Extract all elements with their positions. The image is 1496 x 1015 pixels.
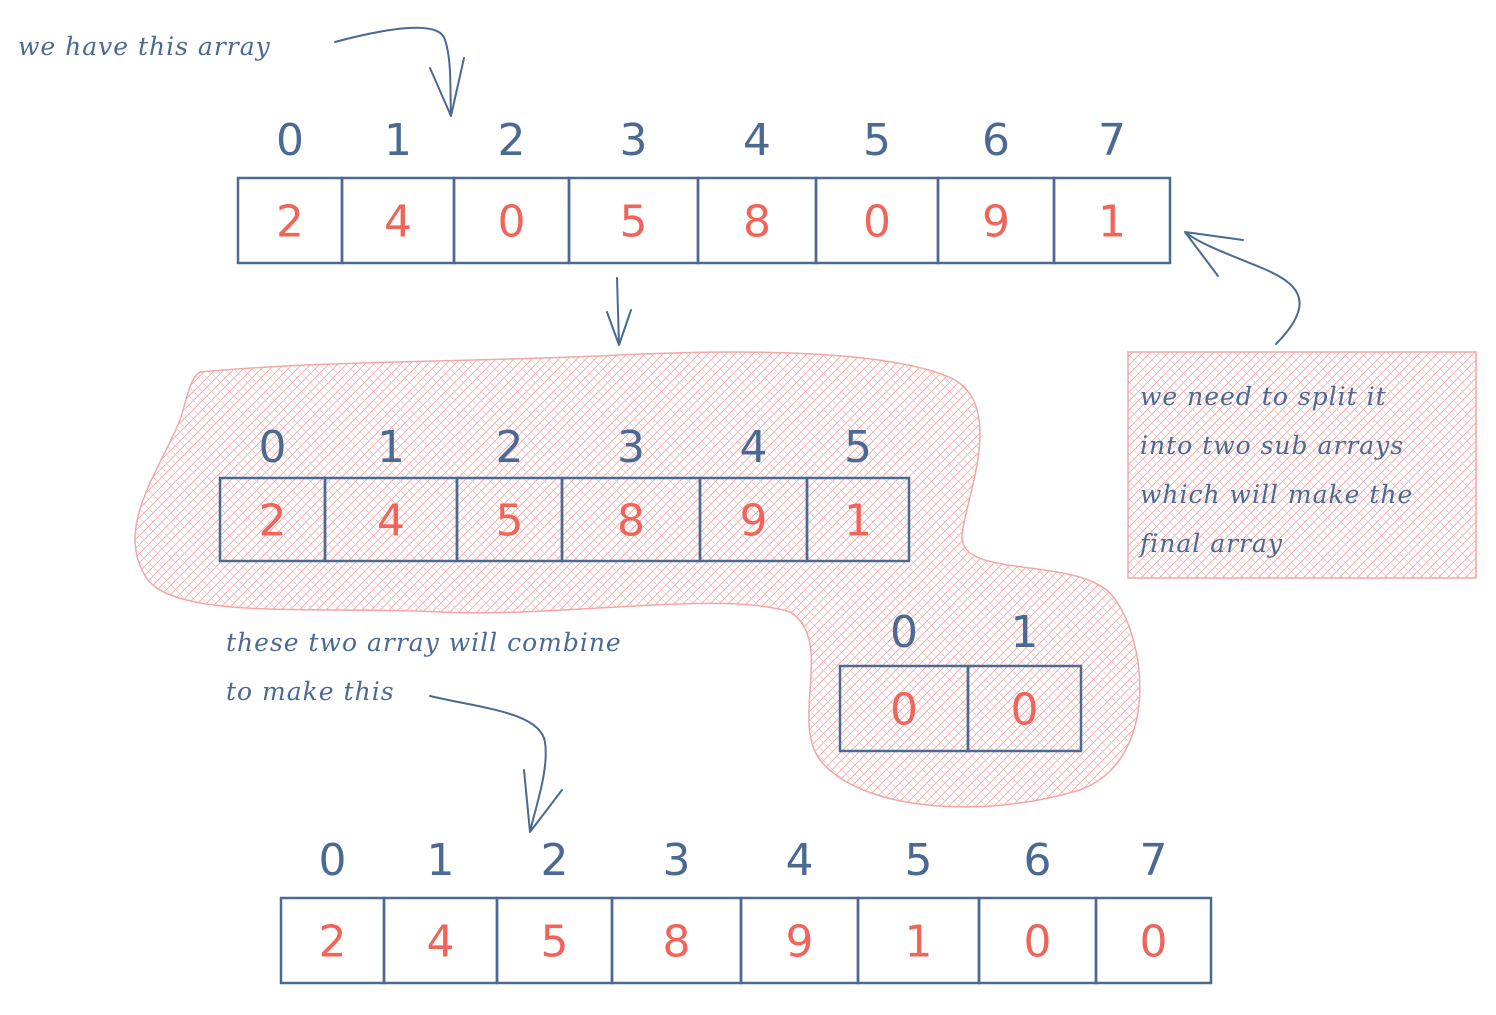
index-label: 0 xyxy=(259,422,287,473)
arrow-down xyxy=(606,277,632,346)
cell-value: 0 xyxy=(1140,917,1168,968)
index-label: 3 xyxy=(663,835,691,886)
cell-value: 8 xyxy=(617,496,645,547)
cell-value: 9 xyxy=(740,496,768,547)
cell-value: 0 xyxy=(1011,685,1039,736)
combine-note-line: these two array will combine xyxy=(226,628,622,657)
index-label: 0 xyxy=(319,835,347,886)
cell-value: 5 xyxy=(496,496,524,547)
index-label: 2 xyxy=(496,422,524,473)
cell-value: 2 xyxy=(276,197,304,248)
index-label: 6 xyxy=(982,115,1010,166)
cell-value: 1 xyxy=(1098,197,1126,248)
array-cell xyxy=(1052,176,1172,265)
cell-value: 4 xyxy=(384,197,412,248)
final-array: 0 2 1 4 2 5 3 8 4 9 5 1 6 0 7 0 xyxy=(279,835,1213,985)
zero-subarray: 0 0 1 0 xyxy=(838,607,1083,753)
index-label: 6 xyxy=(1024,835,1052,886)
combine-note-line: to make this xyxy=(226,677,395,706)
cell-value: 5 xyxy=(541,917,569,968)
side-note-box xyxy=(1127,351,1477,579)
cell-value: 9 xyxy=(786,917,814,968)
cell-value: 4 xyxy=(377,496,405,547)
index-label: 1 xyxy=(377,422,405,473)
side-note-line: final array xyxy=(1140,529,1284,558)
cell-value: 1 xyxy=(844,496,872,547)
cell-value: 0 xyxy=(1024,917,1052,968)
index-label: 5 xyxy=(844,422,872,473)
cell-value: 8 xyxy=(743,197,771,248)
index-label: 4 xyxy=(740,422,768,473)
index-label: 4 xyxy=(743,115,771,166)
subarrays-highlight xyxy=(134,351,1141,808)
side-note: we need to split it into two sub arrays … xyxy=(1140,372,1413,568)
index-label: 1 xyxy=(427,835,455,886)
index-label: 0 xyxy=(276,115,304,166)
index-label: 4 xyxy=(786,835,814,886)
cell-value: 2 xyxy=(319,917,347,968)
index-label: 2 xyxy=(498,115,526,166)
combine-note: these two array will combine to make thi… xyxy=(226,618,622,716)
cell-value: 0 xyxy=(890,685,918,736)
cell-value: 5 xyxy=(620,197,648,248)
array-cell xyxy=(966,664,1083,753)
index-label: 3 xyxy=(617,422,645,473)
top-note: we have this array xyxy=(18,22,271,71)
index-label: 7 xyxy=(1098,115,1126,166)
array-cell xyxy=(805,476,911,563)
cell-value: 8 xyxy=(663,917,691,968)
index-label: 5 xyxy=(905,835,933,886)
original-array: 0 2 1 4 2 0 3 5 4 8 5 0 6 9 7 1 xyxy=(236,115,1172,265)
index-label: 1 xyxy=(1011,607,1039,658)
index-label: 1 xyxy=(384,115,412,166)
cell-value: 9 xyxy=(982,197,1010,248)
index-label: 3 xyxy=(620,115,648,166)
cell-value: 1 xyxy=(905,917,933,968)
cell-value: 0 xyxy=(863,197,891,248)
cell-value: 0 xyxy=(498,197,526,248)
cell-value: 2 xyxy=(259,496,287,547)
index-label: 5 xyxy=(863,115,891,166)
array-cell xyxy=(1094,896,1213,985)
nonzero-subarray: 0 2 1 4 2 5 3 8 4 9 5 1 xyxy=(218,422,911,563)
index-label: 2 xyxy=(541,835,569,886)
arrow-side-note xyxy=(1184,231,1301,345)
side-note-line: we need to split it xyxy=(1140,382,1387,411)
side-note-line: into two sub arrays xyxy=(1140,431,1405,460)
cell-value: 4 xyxy=(427,917,455,968)
arrow-combine xyxy=(429,695,563,833)
index-label: 7 xyxy=(1140,835,1168,886)
arrow-top-note xyxy=(334,26,465,117)
arrays-layer: 0 2 1 4 2 0 3 5 4 8 5 0 6 9 7 1 0 2 1 4 2 5 3 8 4 9 5 1 0 0 1 0 0 2 1 4 2 5 3 8… xyxy=(218,115,1213,985)
top-note-text: we have this array xyxy=(18,32,271,61)
index-label: 0 xyxy=(890,607,918,658)
side-note-line: which will make the xyxy=(1140,480,1414,509)
